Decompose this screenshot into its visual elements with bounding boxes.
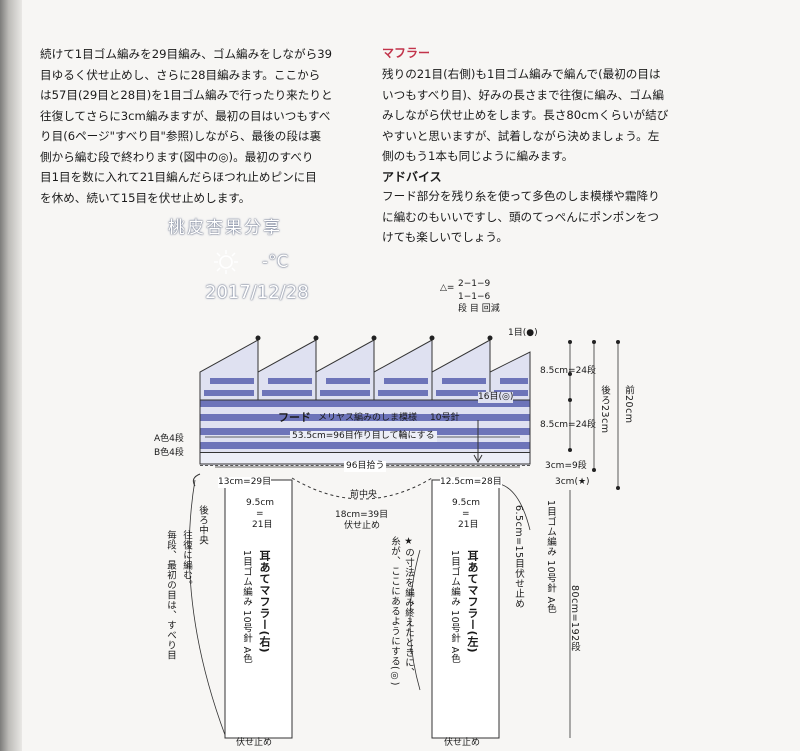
center-front: 前中央	[350, 490, 378, 500]
one-stitch-label: 1目(●)	[508, 328, 538, 338]
text-line: いつもすべり目)、好みの長さまで往復に編み、ゴム編	[382, 87, 664, 102]
advice-heading: アドバイス	[382, 170, 442, 184]
center-bind-off: 伏せ止め	[344, 521, 381, 531]
text-line: を休め、続いて15目を伏せ止めします。	[40, 190, 251, 205]
stripe-band	[200, 442, 530, 449]
stripe-band	[200, 414, 530, 421]
strap-title-left: 耳あてマフラー(左)	[466, 550, 479, 654]
decrease-tri: △=	[440, 283, 455, 293]
star-note-2: 糸が、ここにあるようにする(◎)	[389, 536, 400, 686]
right-strap-width: 9.5cm	[452, 498, 481, 508]
decrease-rule-2: 1−1−6	[458, 292, 491, 302]
bottom-bind-left: 伏せ止め	[236, 738, 273, 748]
text-line: 目1目を数に入れて21目編んだらほつれ止めピンに目	[40, 170, 317, 184]
text-line: 続けて1目ゴム編みを29目編み、ゴム編みをしながら39	[40, 47, 332, 61]
decrease-legend: 段 目 回減	[458, 304, 500, 314]
front-total: 前20cm	[623, 385, 634, 424]
text-line: 目ゆるく伏せ止めし、さらに28目編みます。ここから	[40, 67, 321, 82]
rib-bind-note: 6.5cm=15目伏せ止め	[513, 505, 524, 609]
hood-needle: 10号針	[430, 413, 460, 423]
right-strap-eq: =	[462, 509, 470, 519]
bottom-bind-right: 伏せ止め	[444, 738, 481, 748]
strap-spec-right: 1目ゴム編み 10号針 A色	[241, 550, 252, 664]
left-width: 13cm=29目	[218, 477, 272, 488]
text-line: 残りの21目(右側)も1目ゴム編みで編んで(最初の目は	[382, 67, 661, 81]
height-4: 3cm(★)	[555, 477, 590, 487]
cast-on-label: 53.5cm=96目作り目して輪にする	[290, 431, 437, 442]
length-label: 80cm=192段	[569, 585, 580, 652]
watermark-temp: -°C	[262, 252, 289, 272]
strap-title-right: 耳あてマフラー(右)	[258, 550, 271, 654]
left-strap-eq: =	[256, 509, 264, 519]
height-1: 8.5cm=24段	[540, 366, 597, 376]
left-strap-width: 9.5cm	[246, 498, 275, 508]
text-line: みしながら伏せ止めをします。長さ80cmくらいが結び	[382, 108, 669, 122]
right-strap-stitches: 21目	[458, 520, 479, 530]
text-line: は57目(29目と28目)を1目ゴム編みで行ったり来たりと	[40, 88, 333, 102]
decrease-rule: 2−1−9	[458, 279, 491, 289]
slip-note-2: 毎段、最初の目は、すべり目	[165, 530, 176, 660]
height-3: 3cm=9段	[545, 461, 587, 471]
text-line: 側から編む段で終わります(図中の◎)。最初のすべり	[40, 149, 314, 164]
color-b-label: B色4段	[154, 448, 184, 458]
pick-up-label: 96目拾う	[344, 461, 387, 472]
hood-pattern: メリヤス編みのしま模様	[318, 413, 418, 423]
stitches-16: 16目(◎)	[478, 392, 514, 403]
muffler-heading: マフラー	[382, 46, 431, 60]
star-note-1: ★の寸法を編み終えたときに、	[403, 536, 414, 678]
slip-note-1: 往復に編む。	[181, 530, 192, 590]
left-strap-stitches: 21目	[252, 520, 273, 530]
muffler-paragraph: 残りの21目(右側)も1目ゴム編みで編んで(最初の目は いつもすべり目)、好みの…	[382, 64, 668, 167]
text-line: 往復してさらに3cm編みますが、最初の目はいつもすべ	[40, 108, 331, 123]
stripe-band	[200, 400, 530, 407]
book-spine-shadow	[0, 0, 22, 751]
text-line: り目(6ページ"すべり目"参照)しながら、最後の段は裏	[40, 129, 322, 143]
left-paragraph: 続けて1目ゴム編みを29目編み、ゴム編みをしながら39 目ゆるく伏せ止めし、さら…	[40, 44, 333, 208]
advice-paragraph: フード部分を残り糸を使って多色のしま模様や霜降り に編むのもいいですし、頭のてっ…	[382, 186, 660, 248]
text-line: フード部分を残り糸を使って多色のしま模様や霜降り	[382, 189, 660, 203]
text-line: に編むのもいいですし、頭のてっぺんにポンポンをつ	[382, 209, 659, 224]
rib-instruction: 1目ゴム編み 10号針 A色	[545, 500, 556, 614]
hood-label: フード	[278, 411, 311, 424]
right-width: 12.5cm=28目	[440, 477, 502, 488]
strap-spec-left: 1目ゴム編み 10号針 A色	[449, 550, 460, 664]
height-2: 8.5cm=24段	[540, 420, 597, 430]
text-line: やすいと思いますが、試着しながら決めましょう。左	[382, 128, 660, 143]
watermark-date: 2017/12/28	[205, 282, 309, 303]
watermark-title: 桃皮杏果分享	[168, 218, 282, 238]
text-line: けても楽しいでしょう。	[382, 230, 508, 244]
color-a-label: A色4段	[154, 434, 184, 444]
back-total: 後ろ23cm	[599, 385, 610, 434]
text-line: 側のもう1本も同じように編みます。	[382, 149, 574, 163]
back-center: 後ろ中央	[197, 505, 208, 545]
sun-icon	[214, 250, 238, 274]
center-bind-count: 18cm=39目	[335, 510, 389, 520]
